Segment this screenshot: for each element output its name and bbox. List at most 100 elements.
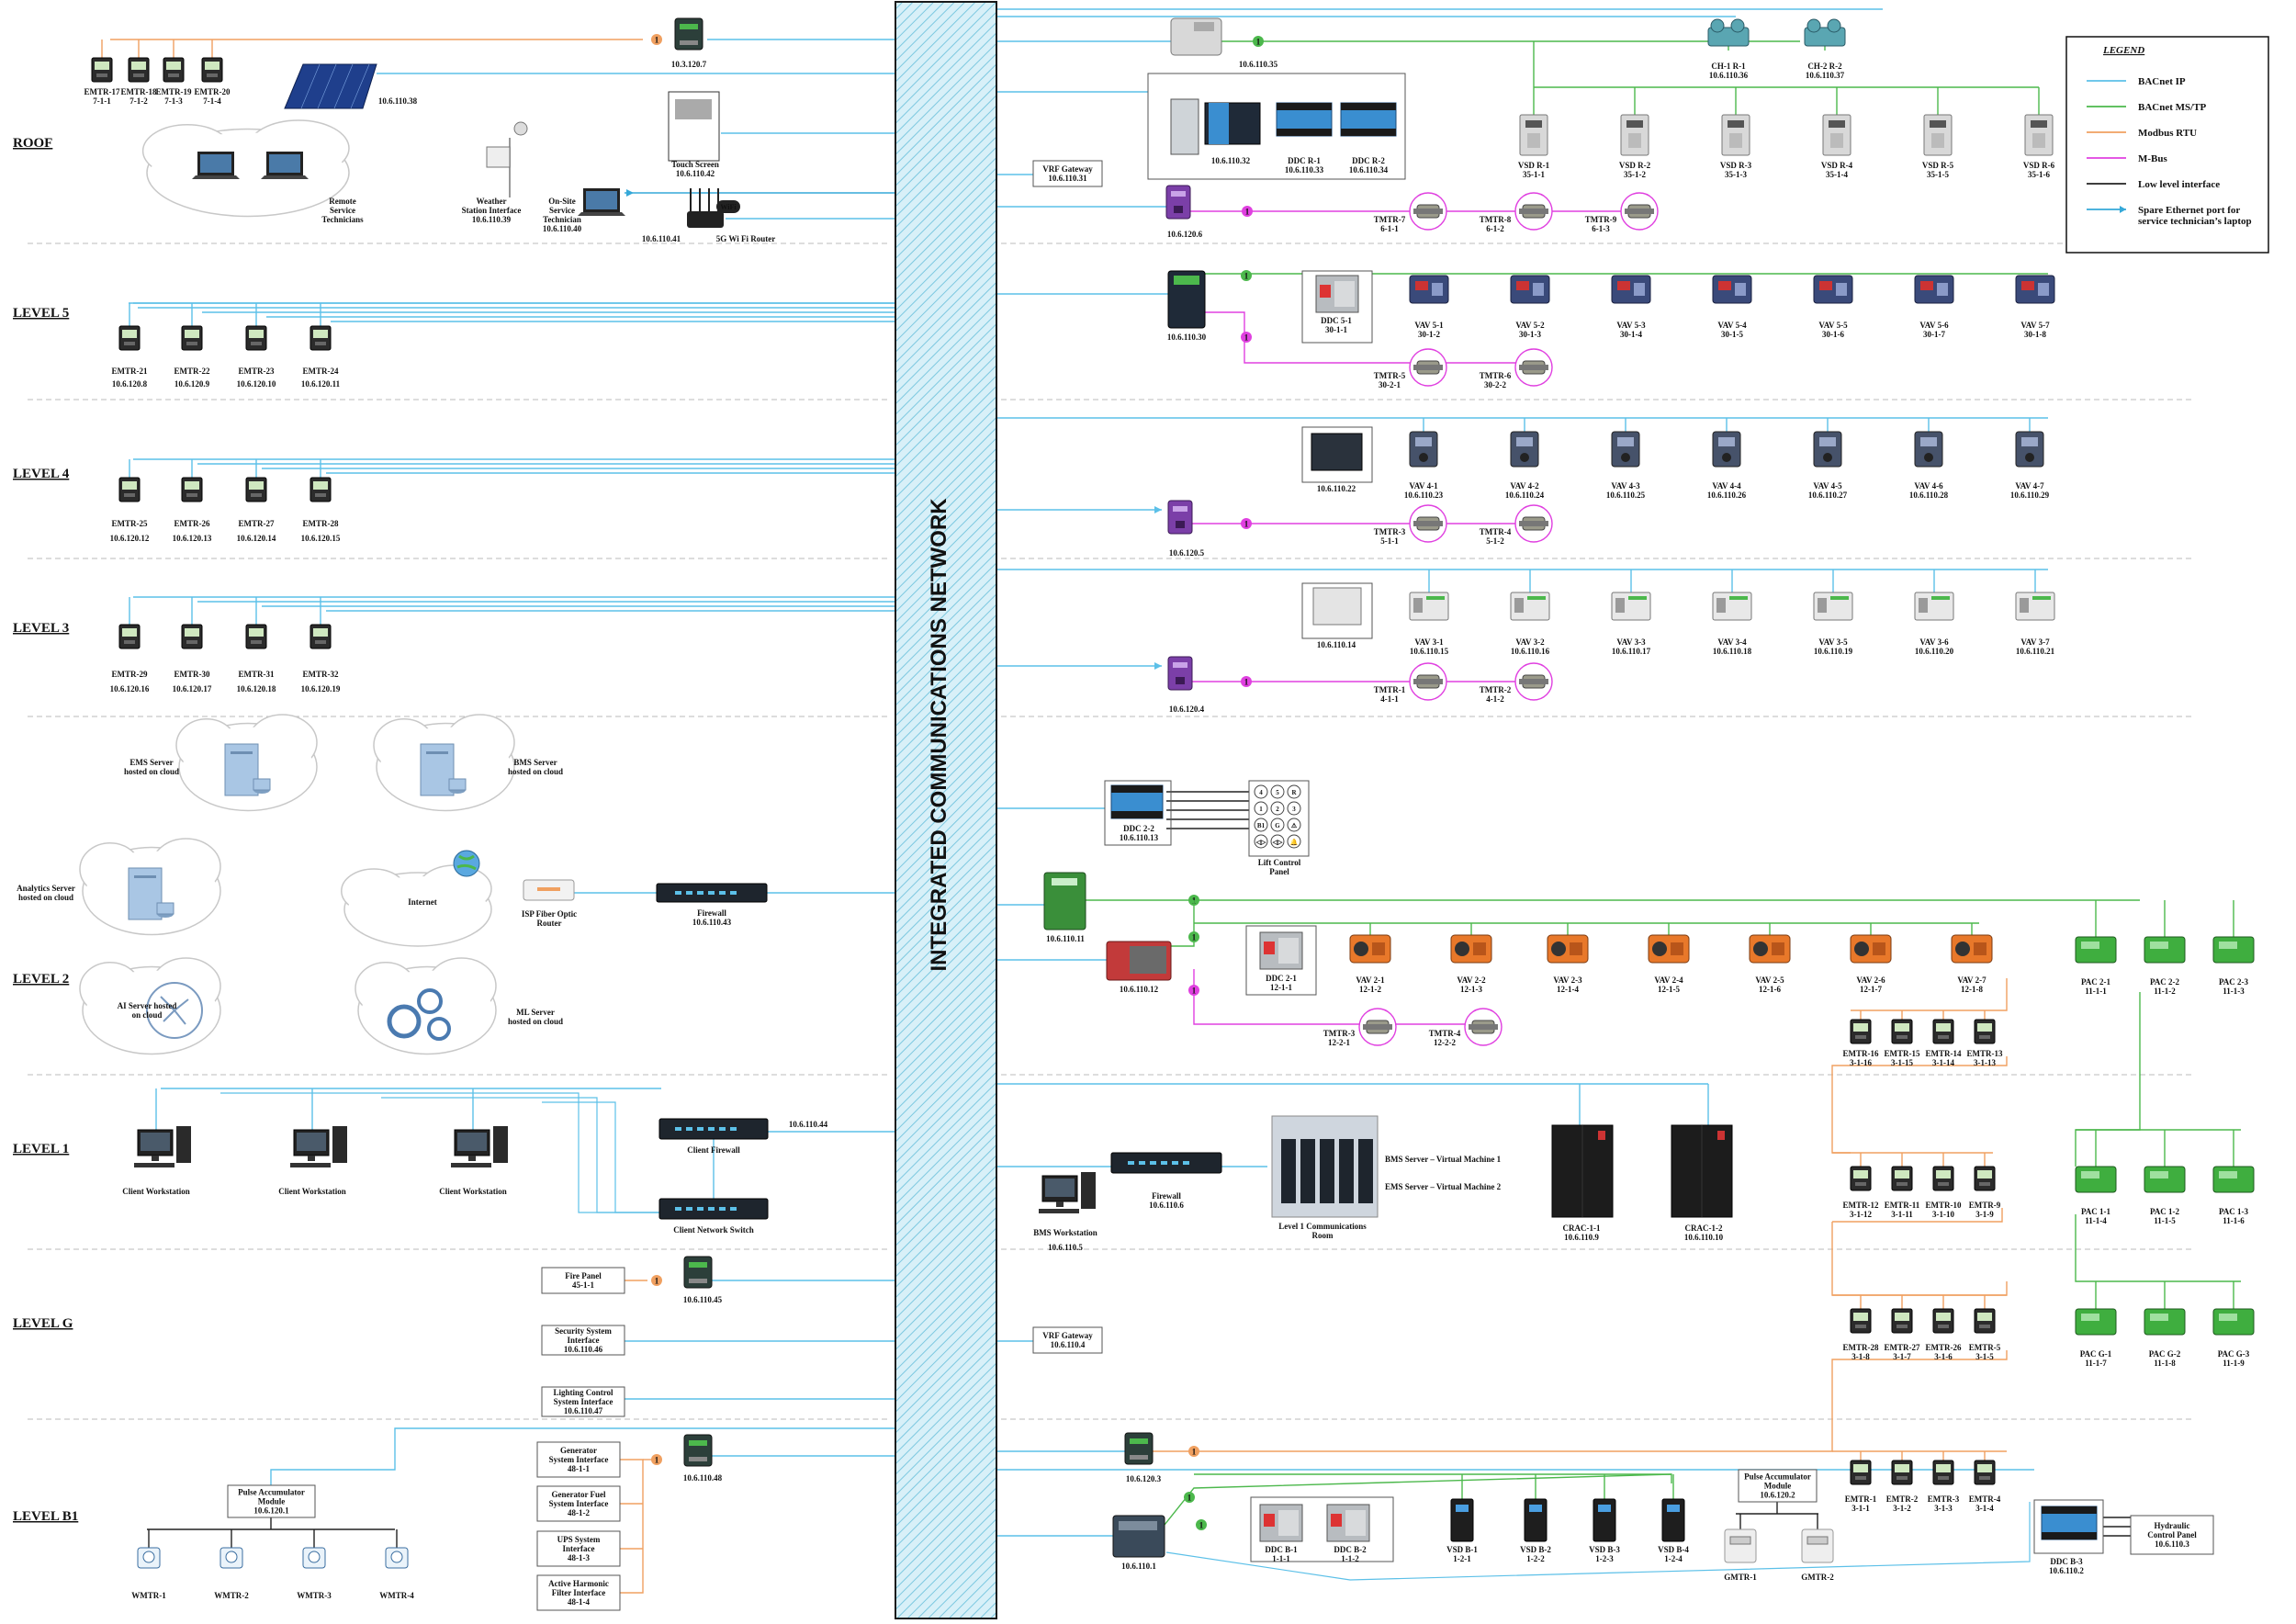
vsd-display-icon: [1626, 120, 1643, 128]
bacnet-ip-line: [542, 1101, 661, 1213]
device-label: VAV 3-5: [1818, 637, 1848, 647]
device-label: 30-1-7: [1923, 330, 1945, 339]
device-label: 10.6.110.22: [1317, 484, 1356, 493]
device-label: EMTR-19: [156, 87, 192, 96]
device-label: Level 1 Communications: [1278, 1222, 1367, 1231]
vav-actuator-icon: [1919, 598, 1928, 613]
gateway-led-icon: [680, 24, 698, 29]
meter-buttons-icon: [1896, 1182, 1908, 1186]
protocol-badge-icon: [1184, 1492, 1195, 1503]
level-dividers: [28, 242, 2195, 1420]
vav-actuator-icon: [2038, 283, 2049, 296]
switch-port-icon: [719, 1207, 726, 1211]
protocol-badge-icon: 1: [655, 1456, 659, 1465]
device-label: 10.6.120.10: [237, 379, 276, 389]
meter-screen-icon: [122, 330, 137, 338]
lift-button-icon: [1287, 834, 1301, 849]
device-label: 11-1-5: [2154, 1216, 2176, 1225]
device-label: EMTR-1: [1845, 1494, 1877, 1504]
firewall-port-icon: [1183, 1161, 1189, 1165]
lift-button-icon: [1287, 784, 1301, 799]
device-label: hosted on cloud: [508, 1017, 563, 1026]
ddc-terminal-icon: [1277, 103, 1332, 110]
device-label: BMS Workstation: [1033, 1228, 1097, 1237]
device-label: 10.6.110.6: [1149, 1201, 1184, 1210]
water-meter-dial-icon: [142, 1551, 155, 1563]
meter-screen-icon: [1977, 1023, 1992, 1032]
monitor-stand-icon: [1056, 1201, 1064, 1207]
interface-box-label: 48-1-2: [568, 1508, 590, 1517]
vav-screen-icon: [1516, 437, 1533, 446]
device-label: VSD B-4: [1658, 1545, 1689, 1554]
meter-buttons-icon: [1938, 1325, 1949, 1328]
device-label: 12-1-3: [1460, 985, 1482, 994]
device-label: VAV 5-3: [1616, 321, 1646, 330]
gateway-port-icon: [680, 40, 698, 45]
ddc-terminal-icon: [1277, 129, 1332, 136]
isp-router-led-icon: [537, 887, 560, 891]
bacnet-ip-line: [381, 1097, 661, 1213]
protocol-badge-icon: 1: [655, 36, 659, 45]
device-label: 10.6.110.18: [1713, 647, 1752, 656]
network-switch-icon: [1311, 433, 1363, 471]
device-label: EMS Server – Virtual Machine 2: [1385, 1182, 1502, 1191]
lift-button-label: ⚠: [1291, 822, 1298, 829]
crac-label-icon: [1717, 1131, 1725, 1140]
device-label: Client Firewall: [687, 1145, 740, 1155]
protocol-badge-icon: [1241, 676, 1252, 687]
meter-screen-icon: [313, 330, 328, 338]
lift-button-label: 5: [1276, 789, 1279, 796]
switch-port-icon: [686, 1207, 692, 1211]
pac-display-icon: [2081, 1171, 2099, 1179]
device-label: Technicians: [321, 215, 364, 224]
pac-display-icon: [2150, 1171, 2168, 1179]
protocol-badge-icon: [1188, 1446, 1199, 1457]
meter-screen-icon: [1977, 1313, 1992, 1321]
keyboard-icon: [290, 1163, 331, 1167]
pac-controller-icon: [2144, 1166, 2186, 1193]
server-rack-icon: [1320, 1139, 1334, 1203]
device-label: Client Workstation: [122, 1187, 190, 1196]
pc-tower-icon: [332, 1126, 347, 1163]
device-label: CH-1 R-1: [1711, 62, 1746, 71]
server-rack-icon: [1358, 1139, 1373, 1203]
meter-screen-icon: [1936, 1170, 1951, 1179]
vav-body-icon: [1974, 942, 1986, 955]
vav-knob-icon: [1419, 453, 1428, 462]
firewall-port-icon: [708, 1127, 715, 1131]
protocol-badge-icon: [1188, 985, 1199, 996]
pac-controller-icon: [2075, 1166, 2117, 1193]
vav-damper-icon: [1455, 942, 1469, 956]
device-label: 6-1-1: [1380, 224, 1399, 233]
device-label: VAV 4-2: [1510, 481, 1539, 491]
device-label: 3-1-3: [1934, 1504, 1953, 1513]
interface-box-label: Pulse Accumulator: [1744, 1472, 1811, 1482]
device-label: VAV 5-7: [2020, 321, 2050, 330]
device-label: on cloud: [132, 1010, 163, 1020]
device-label: 3-1-13: [1974, 1058, 1996, 1067]
interface-box-label: Pulse Accumulator: [238, 1488, 305, 1497]
interface-box-label: Fire Panel: [565, 1271, 602, 1280]
chiller-pump-icon: [1827, 18, 1841, 33]
meter-screen-icon: [1936, 1023, 1951, 1032]
pac-controller-icon: [2075, 936, 2117, 964]
controller-led-icon: [1119, 1521, 1157, 1530]
device-label: ISP Fiber Optic: [522, 909, 577, 919]
device-label: VAV 4-4: [1712, 481, 1741, 491]
vav-body-icon: [1473, 942, 1486, 955]
interface-box-label: VRF Gateway: [1042, 164, 1093, 174]
protocol-badge-icon: [1241, 332, 1252, 343]
ddc-io-icon: [1278, 938, 1299, 964]
meter-screen-icon: [249, 628, 264, 637]
device-label: 30-2-1: [1379, 380, 1401, 389]
device-label: 1-1-2: [1341, 1554, 1359, 1563]
vav-screen-icon: [1617, 437, 1634, 446]
anemometer-icon: [513, 121, 528, 136]
thermal-meter-pipe-icon: [1519, 209, 1548, 214]
device-label: Firewall: [1152, 1191, 1181, 1201]
wifi-label: WiFi: [720, 203, 737, 211]
firewall-port-icon: [719, 891, 726, 895]
gear-icon: [427, 1017, 451, 1041]
vsd-display-icon: [1525, 120, 1542, 128]
protocol-badge-icon: 1: [1245, 208, 1250, 217]
